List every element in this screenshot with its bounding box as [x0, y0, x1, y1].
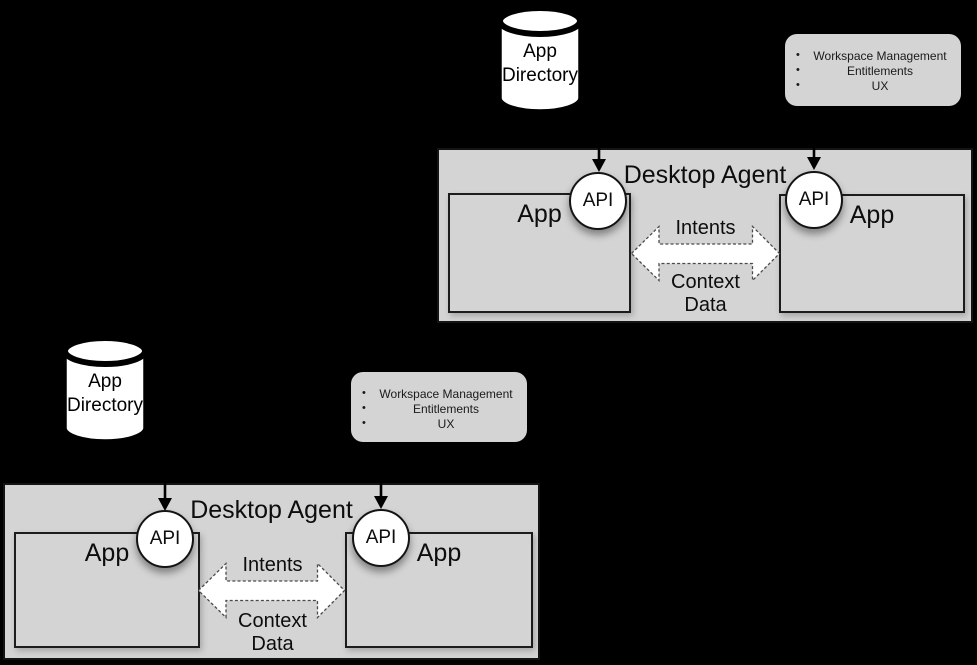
feature-item-label: Workspace Management: [813, 49, 947, 63]
feature-item-label: Entitlements: [846, 64, 914, 78]
feature-item-label: Entitlements: [412, 402, 480, 416]
bullet-icon: •: [362, 417, 366, 429]
bullet-icon: •: [362, 402, 366, 414]
bullet-icon: •: [796, 49, 800, 61]
api-circle-right: API: [352, 509, 410, 567]
desktop-agent-features-panel: • Workspace Management • Entitlements • …: [785, 34, 961, 106]
app-directory-label-line1: App: [88, 371, 122, 392]
intents-label: Intents: [675, 217, 736, 239]
app-label: App: [84, 539, 130, 567]
feature-item: • Workspace Management: [785, 49, 961, 64]
feature-item: • UX: [785, 79, 961, 94]
database-cylinder-icon: [62, 336, 148, 443]
arrow-down-icon: [807, 107, 821, 170]
feature-item: • UX: [351, 417, 527, 432]
arrow-down-icon: [592, 109, 606, 172]
feature-item-label: Workspace Management: [379, 387, 513, 401]
context-data-line1: Context: [671, 271, 740, 293]
api-circle-left: API: [136, 510, 194, 568]
bullet-icon: •: [796, 79, 800, 91]
context-data-label: Context Data: [207, 610, 338, 656]
context-data-line1: Context: [238, 610, 307, 632]
feature-item: • Workspace Management: [351, 387, 527, 402]
feature-item-label: UX: [871, 79, 889, 93]
feature-item-label: UX: [437, 417, 455, 431]
arrow-down-icon: [374, 446, 388, 509]
desktop-agent-title: Desktop Agent: [190, 496, 353, 524]
database-cylinder-icon: [497, 6, 583, 113]
context-data-line2: Data: [684, 294, 727, 316]
feature-item: • Entitlements: [351, 402, 527, 417]
api-circle-left: API: [569, 172, 627, 230]
api-circle-right: API: [785, 171, 843, 229]
bullet-icon: •: [362, 387, 366, 399]
app-directory-label: App Directory: [496, 40, 584, 88]
app-directory-label-line2: Directory: [501, 65, 578, 86]
bullet-icon: •: [796, 64, 800, 76]
app-label: App: [416, 539, 462, 567]
context-data-line2: Data: [251, 633, 294, 655]
double-arrow-icon: [197, 561, 346, 620]
arrow-down-icon: [158, 448, 172, 511]
app-label: App: [849, 201, 895, 229]
desktop-agent-features-panel: • Workspace Management • Entitlements • …: [351, 372, 527, 442]
double-arrow-icon: [630, 224, 781, 283]
app-directory-label: App Directory: [61, 370, 149, 418]
feature-item: • Entitlements: [785, 64, 961, 79]
app-directory-label-line1: App: [523, 41, 557, 62]
intents-label: Intents: [242, 554, 303, 576]
app-directory-label-line2: Directory: [66, 395, 143, 416]
app-label: App: [517, 200, 562, 228]
context-data-label: Context Data: [640, 271, 771, 317]
desktop-agent-title: Desktop Agent: [623, 161, 787, 189]
